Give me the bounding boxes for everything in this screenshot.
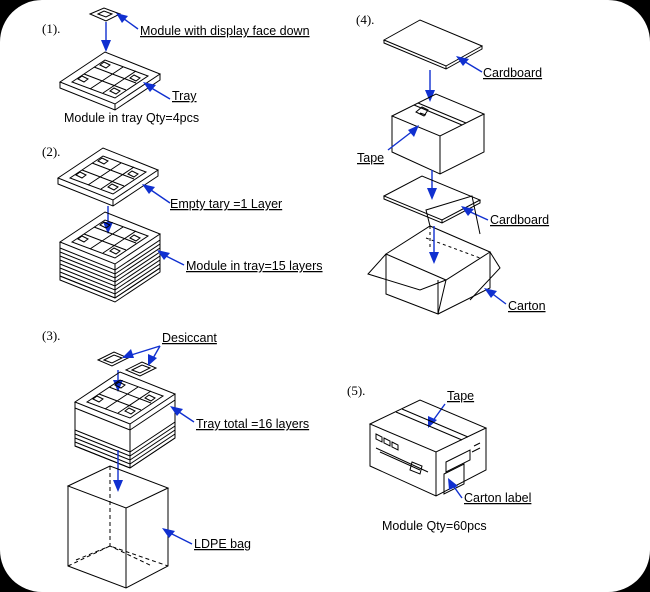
tray-total-label: Tray total =16 layers [196,417,309,431]
step-1-caption: Module in tray Qty=4pcs [64,111,199,125]
step-5-caption: Module Qty=60pcs [382,519,487,533]
tape-label-5: Tape [447,389,474,403]
top-cardboard [382,19,484,70]
tray-label: Tray [172,89,197,103]
final-carton [368,399,488,497]
step-2-number: (2). [42,144,60,159]
step-3-number: (3). [42,328,60,343]
desiccant-label: Desiccant [162,331,217,345]
open-carton [367,195,501,315]
step-2: (2). Empty tary =1 Layer Module in tray=… [42,144,323,303]
step-3: (3). Desiccant Tray total =16 layers [42,328,309,589]
module-stack-label: Module in tray=15 layers [186,259,323,273]
step-5-number: (5). [347,383,365,398]
bottom-cardboard-label: Cardboard [490,213,549,227]
sealed-box [390,93,486,175]
step-1-number: (1). [42,21,60,36]
tape-label-4: Tape [357,151,384,165]
tray-stack-16 [74,371,176,469]
step-1: (1). Module with display face down Tray … [42,7,310,125]
ldpe-bag-label: LDPE bag [194,537,251,551]
display-face-down-label: Module with display face down [140,24,310,38]
step-5: (5). Tape Carton label Module Qty=60pcs [347,383,531,533]
top-cardboard-label: Cardboard [483,66,542,80]
empty-tray-label: Empty tary =1 Layer [170,197,282,211]
ldpe-bag [66,465,170,589]
tray-stack-15 [59,211,161,303]
bottom-cardboard [382,175,482,224]
step-4: (4). Cardboard Tape Cardboard [356,12,549,315]
carton-label-text: Carton label [464,491,531,505]
carton-label: Carton [508,299,546,313]
step-4-number: (4). [356,12,374,27]
